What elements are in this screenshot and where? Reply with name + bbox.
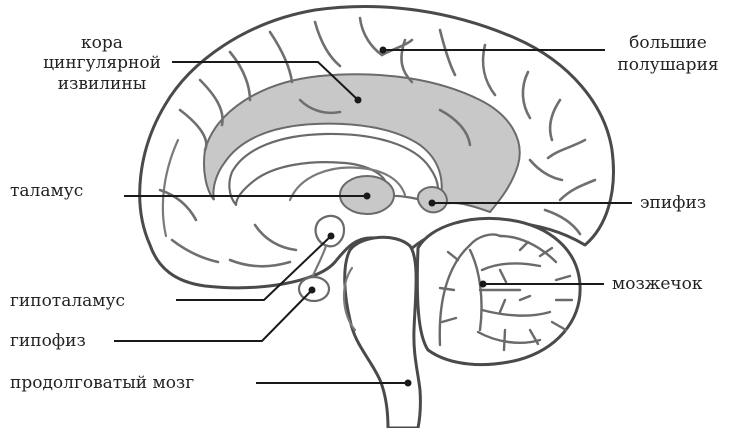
leader-pituitary	[114, 290, 312, 341]
label-epiphysis-text: эпифиз	[640, 193, 706, 213]
leader-dot-pituitary	[309, 287, 316, 294]
label-cingulate-line2: цингулярной	[43, 53, 161, 73]
cerebellum-outline	[417, 218, 580, 364]
leader-dot-epiphysis	[429, 200, 436, 207]
leader-dot-hemispheres	[380, 47, 387, 54]
brain-illustration	[140, 6, 614, 428]
label-thalamus-text: таламус	[10, 181, 83, 201]
label-hemispheres-line2: полушария	[617, 55, 718, 75]
leader-dot-thalamus	[364, 193, 371, 200]
label-cingulate-line1: кора	[81, 33, 123, 53]
label-medulla: продолговатый мозг	[10, 373, 412, 393]
label-cingulate-line3: извилины	[58, 74, 147, 94]
label-pituitary-text: гипофиз	[10, 331, 86, 351]
brainstem-shape	[345, 237, 421, 428]
label-hypothalamus-text: гипоталамус	[10, 291, 125, 311]
label-medulla-text: продолговатый мозг	[10, 373, 194, 393]
leader-dot-cingulate	[355, 97, 362, 104]
label-cerebellum-text: мозжечок	[612, 274, 703, 294]
leader-dot-cerebellum	[480, 281, 487, 288]
leader-dot-hypothalamus	[328, 233, 335, 240]
hypothalamus-shape	[316, 216, 344, 246]
leader-dot-medulla	[405, 380, 412, 387]
label-hemispheres-line1: большие	[629, 33, 707, 53]
